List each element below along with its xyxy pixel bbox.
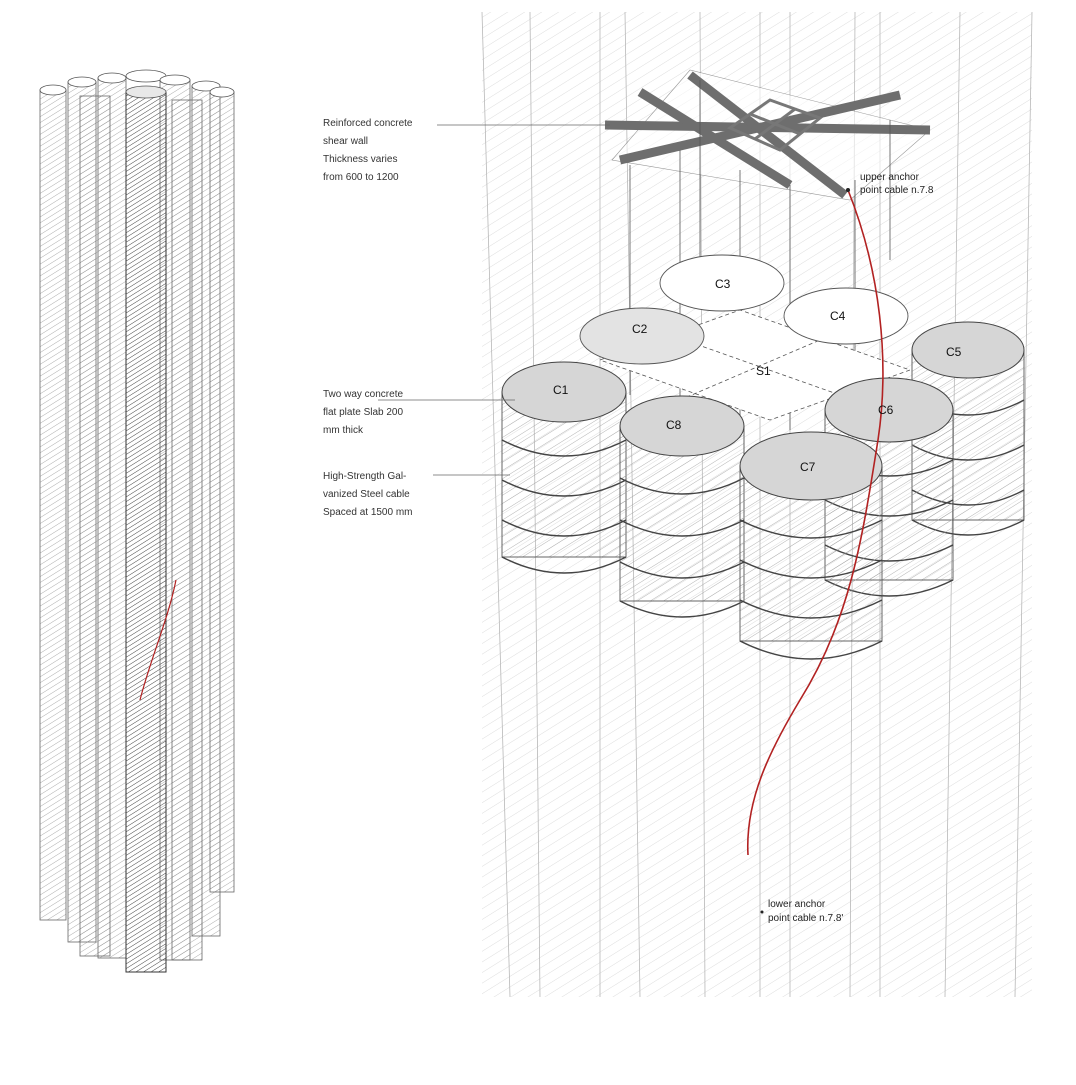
lower-anchor-label: lower anchor point cable n.7.8' [768,899,843,924]
tower-elevation [39,69,235,973]
shear-wall-core [604,69,931,430]
slab-label: Two way concrete flat plate Slab 200 mm … [323,389,406,436]
upper-anchor-label: upper anchor point cable n.7.8 [860,172,934,196]
column-label-c4: C4 [830,309,846,323]
tower-cable [139,579,177,701]
column-label-c7: C7 [800,460,816,474]
shear-wall-label: Reinforced concrete shear wall Thickness… [323,118,415,183]
tower-top [39,69,235,99]
leader-lines [378,124,610,476]
column-label-c3: C3 [715,277,731,291]
upper-anchor-point [846,188,850,192]
column-label-c2: C2 [632,322,648,336]
cable-label: High-Strength Gal- vanized Steel cable S… [323,471,413,518]
column-label-c8: C8 [666,418,682,432]
column-c8 [619,395,745,618]
column-label-c1: C1 [553,383,569,397]
slab-s1-label: S1 [756,364,771,378]
steel-cable [746,189,884,856]
tower-tube-front [125,91,167,973]
column-label-c6: C6 [878,403,894,417]
column-label-c5: C5 [946,345,962,359]
lower-anchor-point [760,910,764,914]
column-c1 [501,361,627,574]
column-c2-top [579,307,705,365]
column-c3-top [659,254,785,312]
column-c4-top [783,287,909,345]
